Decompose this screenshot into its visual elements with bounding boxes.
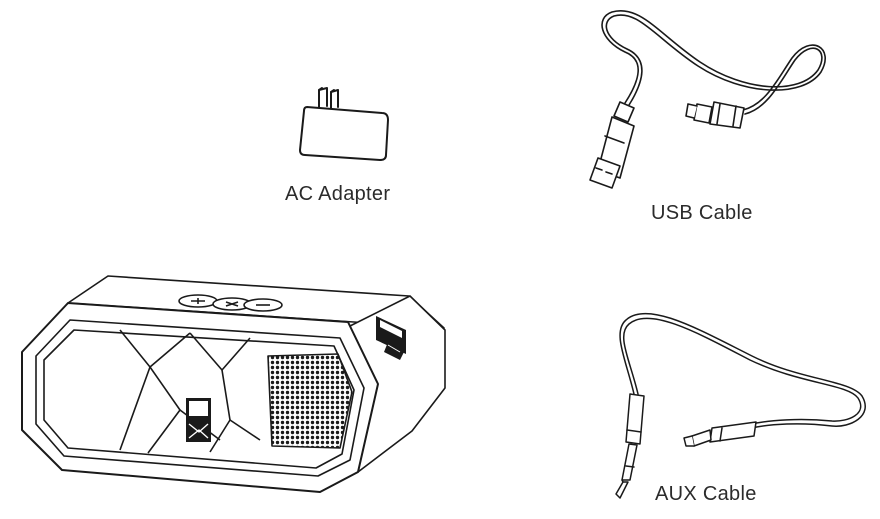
aux-cable-illustration — [615, 312, 866, 499]
usb-cable-illustration — [589, 9, 826, 189]
ac-adapter-label: AC Adapter — [285, 183, 391, 205]
ac-adapter-illustration — [299, 87, 389, 161]
speaker-illustration — [21, 275, 446, 493]
aux-cable-label: AUX Cable — [655, 483, 757, 505]
usb-cable-label: USB Cable — [651, 202, 753, 224]
